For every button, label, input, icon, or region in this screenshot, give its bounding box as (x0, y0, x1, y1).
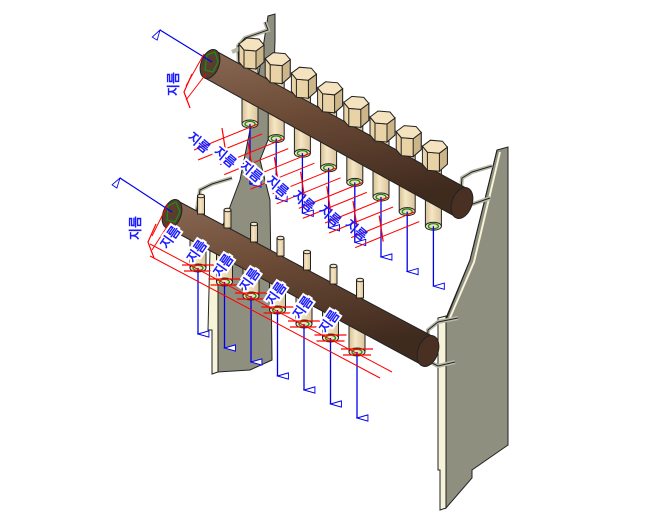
hex-cap (264, 52, 291, 85)
top-pin (303, 249, 311, 271)
dimension-line (328, 206, 394, 234)
dimension-line (220, 138, 285, 166)
top-pin (356, 277, 364, 299)
dimension-line (183, 73, 193, 109)
upper-stub-diameter-label: 지름 (289, 188, 317, 215)
dimension-tick (273, 157, 279, 184)
lower-pipe-end-marker (166, 201, 181, 223)
lower-manifold-top-pins (197, 193, 364, 299)
dimension-tick (326, 186, 332, 213)
dimension-tick (378, 215, 384, 242)
top-pin (276, 235, 285, 257)
dimension-line (302, 191, 367, 219)
upper-stub-diameter-label: 지름 (341, 217, 369, 244)
top-pin (250, 221, 258, 243)
dimension-line (324, 196, 390, 224)
dimension-line (272, 167, 337, 195)
top-pin (197, 193, 205, 215)
top-pin (223, 207, 232, 229)
hex-cap (238, 37, 265, 71)
dimension-line (151, 203, 169, 237)
upper-end-diameter-label: 지름 (167, 72, 182, 96)
dimension-tick (352, 200, 358, 228)
dimension-line (224, 148, 289, 176)
dimension-line (298, 181, 363, 209)
upper-pipe-end-marker (204, 51, 219, 73)
dimension-line (276, 177, 341, 205)
dimension-line (149, 243, 393, 373)
hex-cap (395, 125, 422, 158)
upper-stub-diameter-label: 지름 (315, 203, 343, 230)
dimension-line (355, 221, 420, 249)
dimension-line (246, 152, 311, 180)
lower-axis-arrow (120, 178, 173, 213)
lower-manifold-pipe (161, 199, 440, 367)
dimension-tick (221, 127, 227, 155)
dimension-line (185, 73, 207, 101)
hex-cap (343, 95, 370, 129)
hex-cap (369, 110, 396, 144)
dimension-line (147, 223, 157, 259)
hex-cap (316, 81, 344, 114)
hex-cap (290, 66, 318, 100)
upper-stub-diameter-label: 지름 (210, 144, 238, 171)
dimension-line (197, 133, 263, 161)
upper-manifold-hex-caps (238, 37, 449, 173)
dimension-line (151, 221, 171, 251)
dimension-line (351, 211, 416, 239)
upper-manifold-pipe (199, 49, 474, 219)
dimension-line (250, 162, 315, 190)
dimension-line (149, 255, 381, 379)
hex-cap (421, 139, 449, 173)
dimension-tick (300, 171, 306, 198)
dimension-line (193, 123, 259, 151)
dimension-tick (247, 142, 253, 169)
lower-end-diameter-label: 지름 (129, 216, 144, 240)
upper-stub-diameter-label: 지름 (184, 130, 212, 157)
top-pin (329, 263, 338, 285)
upper-axis-arrow (160, 30, 213, 63)
